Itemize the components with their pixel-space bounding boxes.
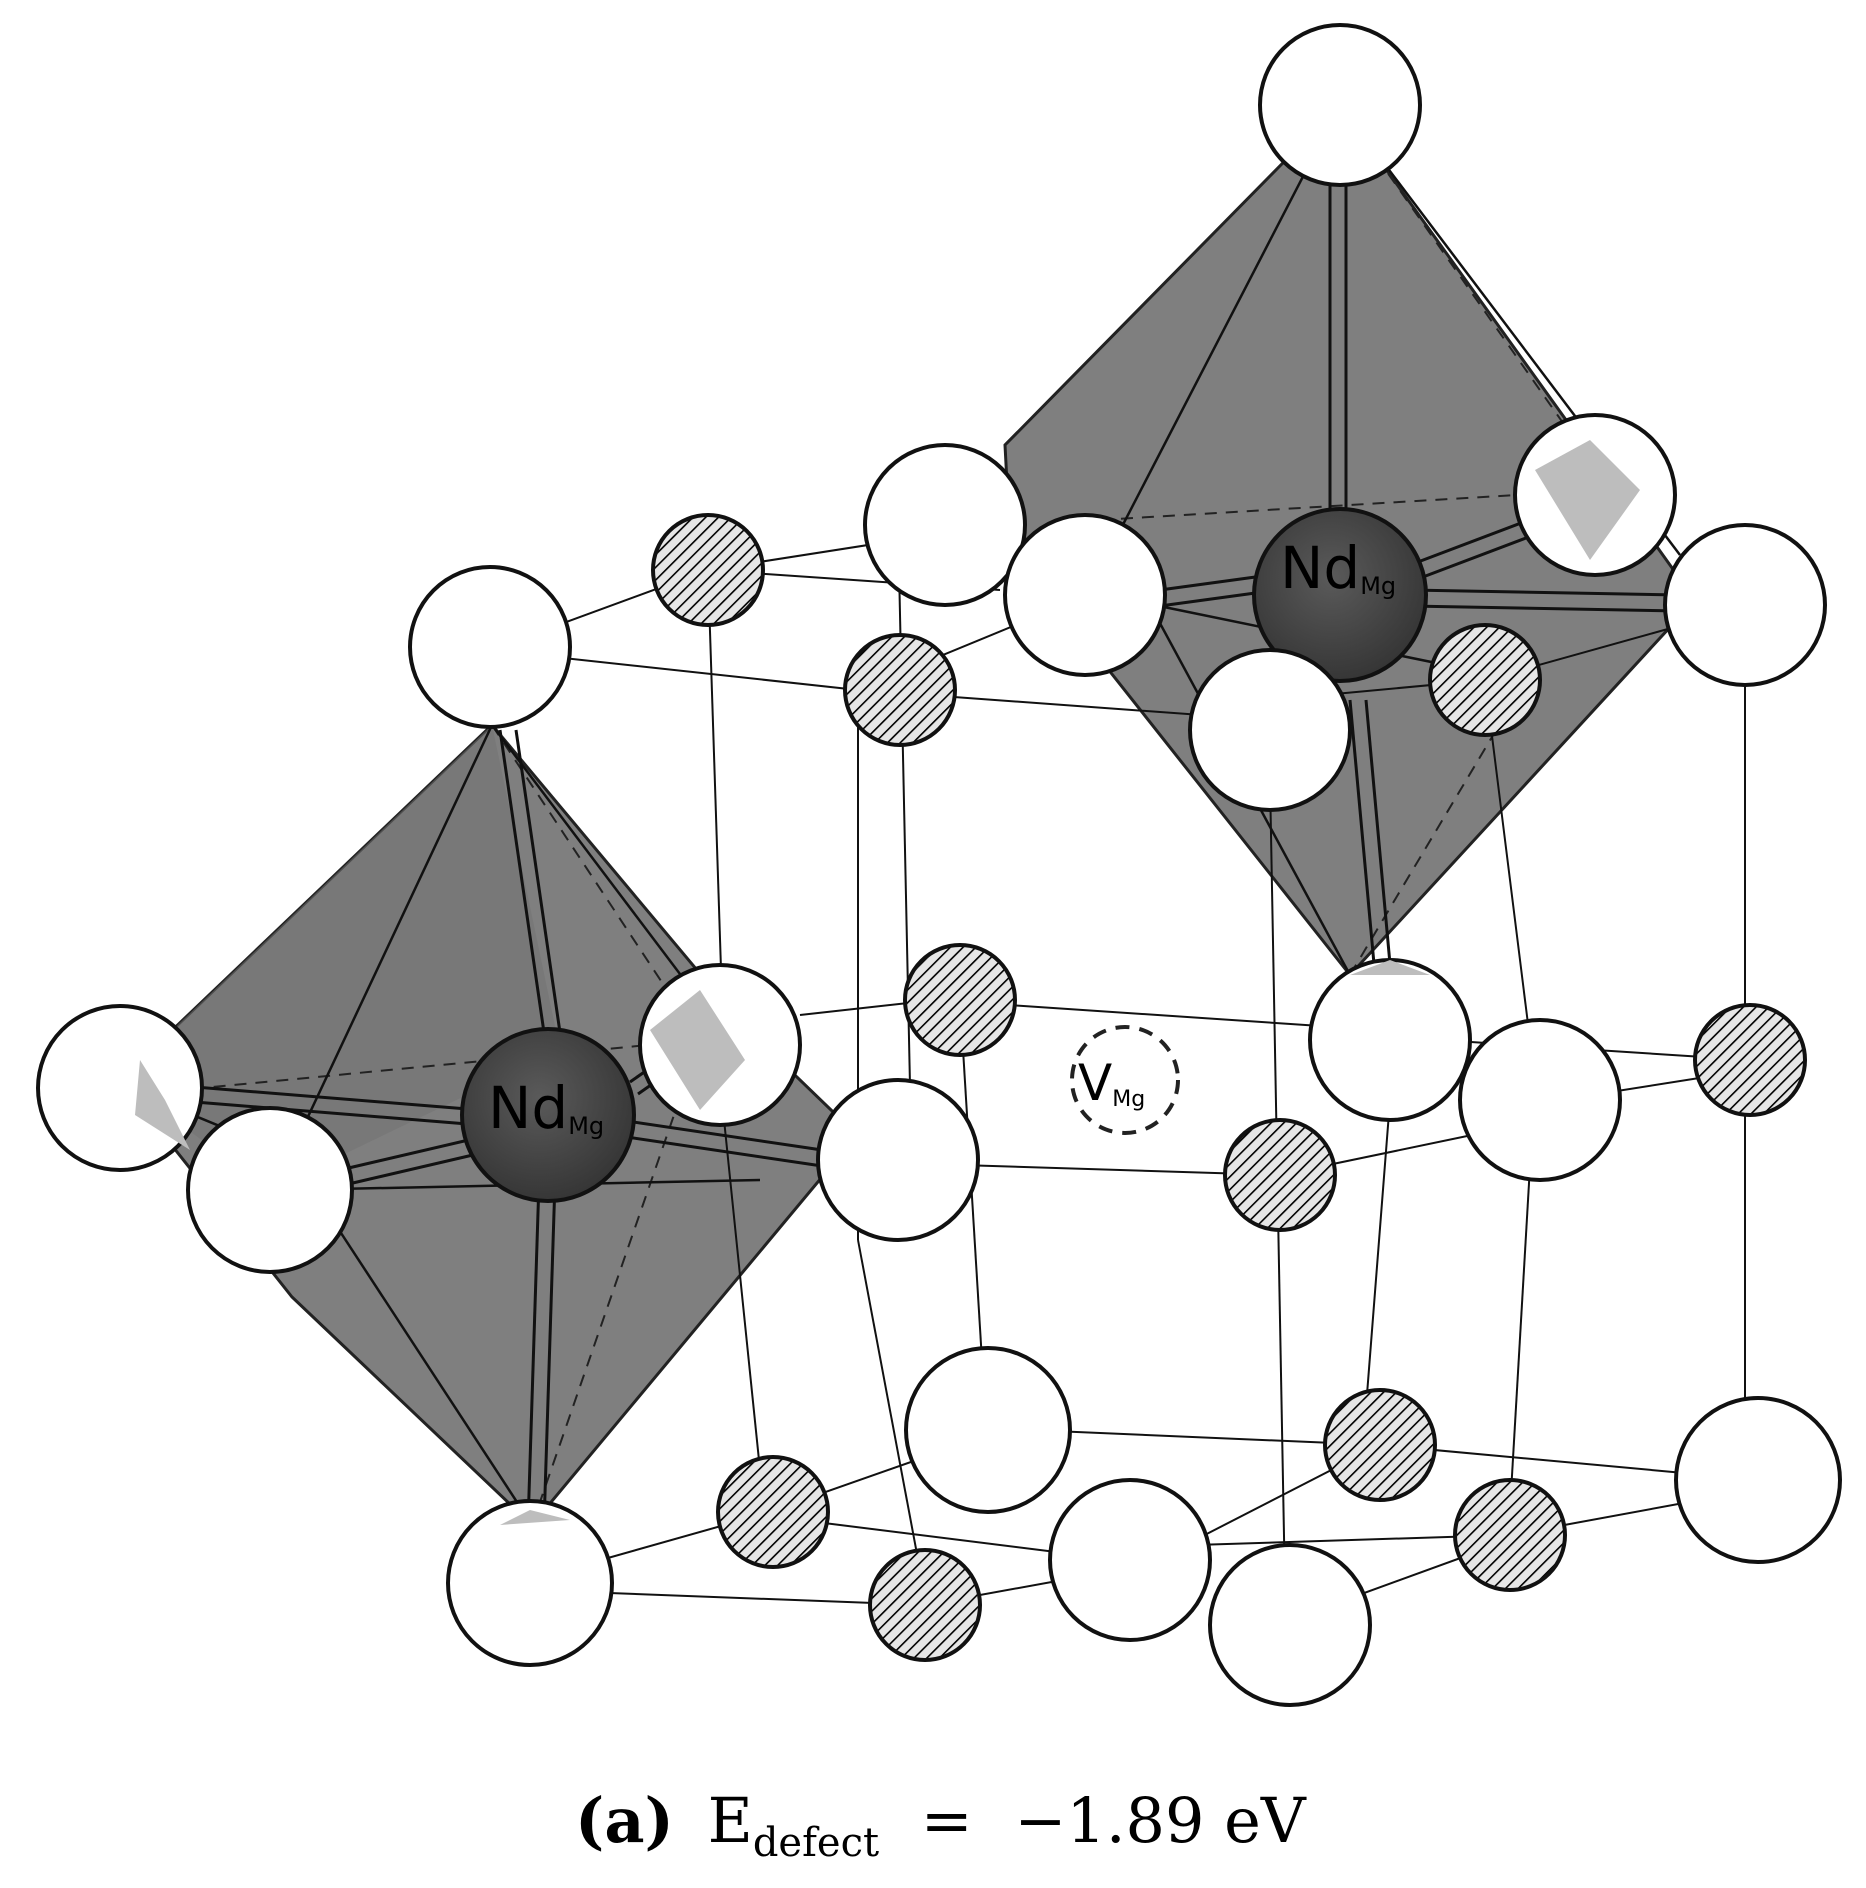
mg-atom xyxy=(1323,1388,1437,1502)
mg-atom xyxy=(843,633,957,747)
oxygen-atom-shade xyxy=(650,990,745,1110)
oxygen-atom xyxy=(36,1004,204,1172)
nd-atom-left xyxy=(460,1027,636,1203)
atom-labels: NdMg NdMg VMg xyxy=(488,534,1396,1142)
oxygen-atom xyxy=(904,1346,1072,1514)
mg-atom xyxy=(651,513,765,627)
oxygen-atom xyxy=(863,443,1027,607)
oxygen-atom xyxy=(1048,1478,1212,1642)
mg-vacancy xyxy=(1070,1025,1180,1135)
atoms xyxy=(36,23,1842,1707)
mg-atom xyxy=(716,1455,830,1569)
mg-atom xyxy=(1428,623,1542,737)
oxygen-atom xyxy=(408,565,572,729)
caption: (a) Edefect = −1.89 eV xyxy=(575,1784,1307,1871)
mg-atom xyxy=(1223,1118,1337,1232)
oxygen-atom xyxy=(1663,523,1827,687)
left-octahedron-shade xyxy=(120,725,560,1190)
oxygen-atom-shade xyxy=(1350,960,1430,975)
oxygen-atom xyxy=(186,1106,354,1274)
oxygen-atom xyxy=(1208,1543,1372,1707)
oxygen-atom-shade xyxy=(135,1060,190,1150)
vacancy-label: VMg xyxy=(1078,1054,1145,1112)
oxygen-atom xyxy=(1258,23,1422,187)
mg-atom xyxy=(903,943,1017,1057)
oxygen-atom xyxy=(446,1499,614,1667)
oxygen-atom-shade xyxy=(1535,440,1640,560)
left-octahedron-hidden-edges xyxy=(129,724,701,1526)
oxygen-atom xyxy=(816,1078,980,1242)
nd-atom-right xyxy=(1252,507,1428,683)
mg-atom xyxy=(1693,1003,1807,1117)
oxygen-atom xyxy=(1003,513,1167,677)
oxygen-atom xyxy=(1188,648,1352,812)
mg-atom xyxy=(1453,1478,1567,1592)
oxygen-atom xyxy=(1458,1018,1622,1182)
mg-atom xyxy=(868,1548,982,1662)
nd-label-left: NdMg xyxy=(488,1074,604,1142)
caption-text: (a) Edefect = −1.89 eV xyxy=(575,1784,1307,1871)
oxygen-atom xyxy=(1674,1396,1842,1564)
oxygen-atom-shade xyxy=(500,1510,570,1525)
oxygen-atom xyxy=(1308,958,1472,1122)
nd-label-right: NdMg xyxy=(1280,534,1396,602)
